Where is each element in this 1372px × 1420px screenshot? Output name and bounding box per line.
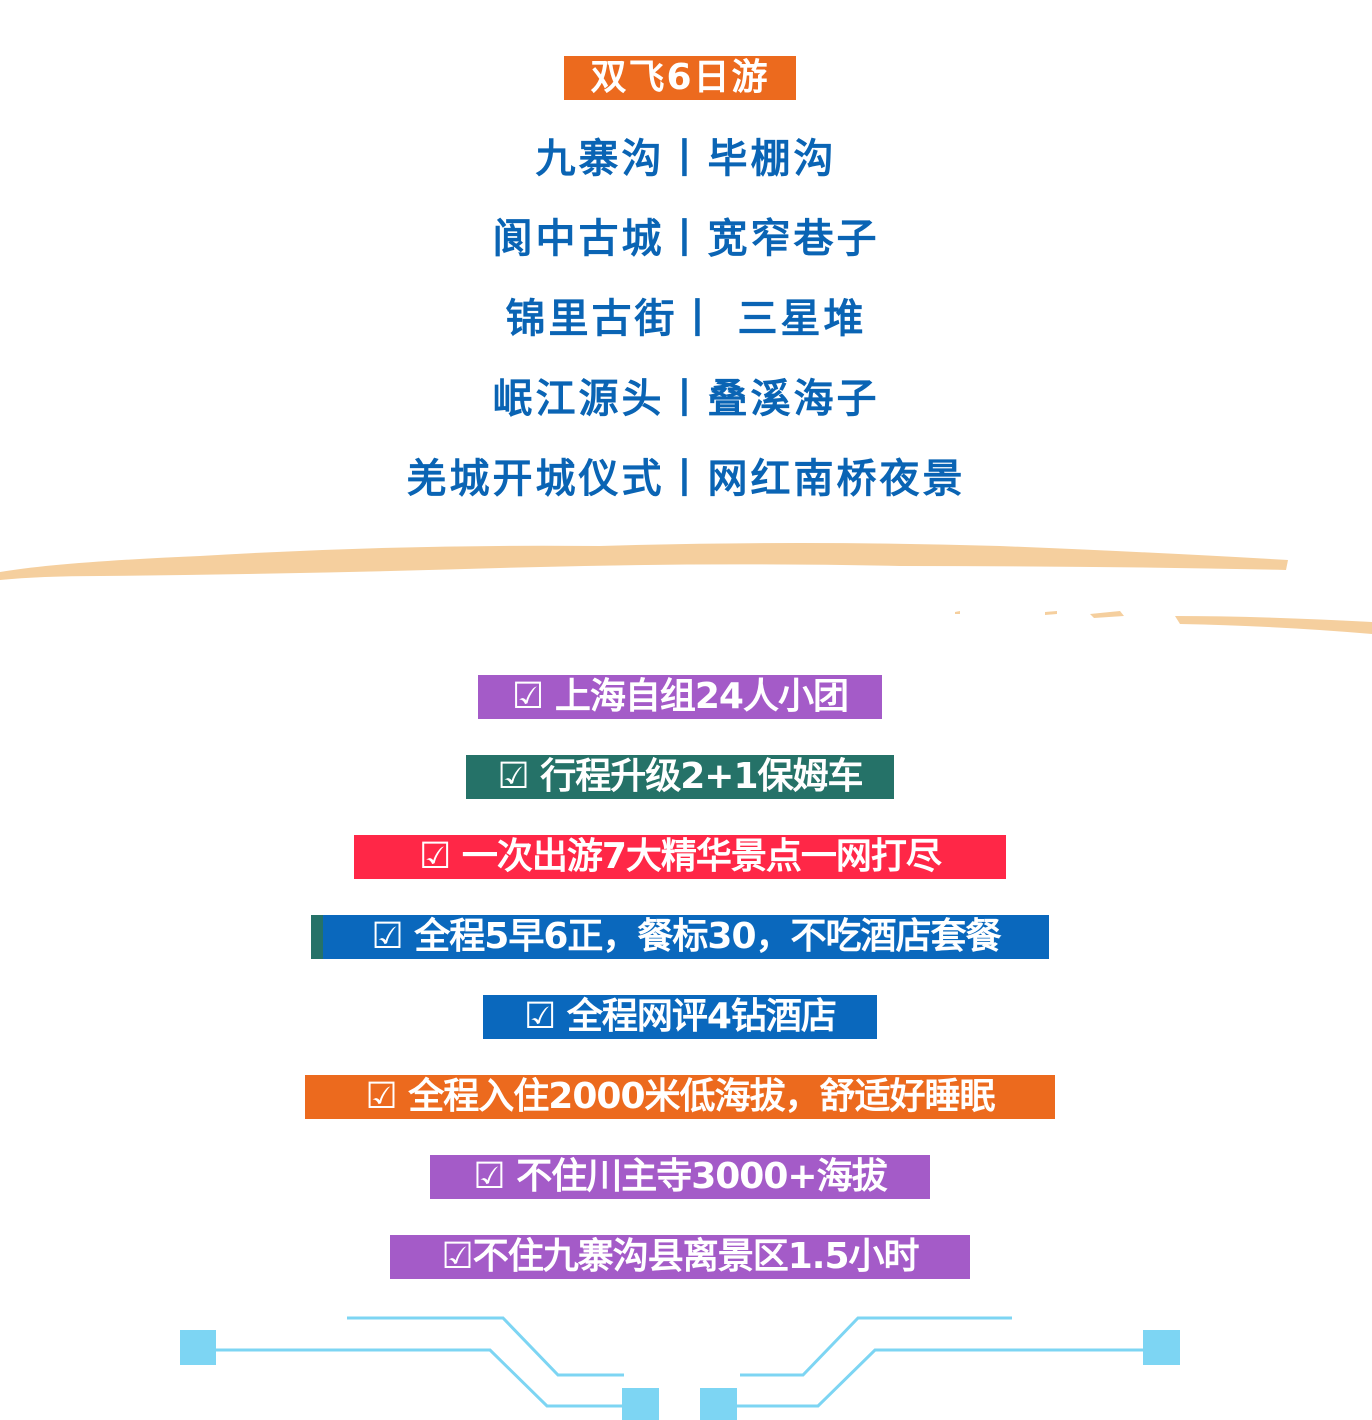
- route-line: 锦里古街丨 三星堆: [505, 296, 867, 342]
- highlight-badge: ☑ 全程入住2000米低海拔，舒适好睡眠: [305, 1075, 1055, 1119]
- highlight-badge: ☑不住九寨沟县离景区1.5小时: [390, 1235, 970, 1279]
- brush-stroke-divider: [0, 543, 1372, 634]
- circuit-lines: [216, 1316, 1143, 1408]
- route-line: 阆中古城丨宽窄巷子: [492, 216, 880, 262]
- highlight-badge: ☑ 行程升级2+1保姆车: [466, 755, 894, 799]
- route-line: 九寨沟丨毕棚沟: [535, 136, 837, 182]
- highlight-badge: ☑ 一次出游7大精华景点一网打尽: [354, 835, 1006, 879]
- highlight-badge: ☑ 全程5早6正，餐标30，不吃酒店套餐: [311, 915, 1049, 959]
- title-badge: 双飞6日游: [564, 56, 796, 100]
- route-line: 羌城开城仪式丨网红南桥夜景: [406, 456, 966, 502]
- highlight-badge: ☑ 全程网评4钻酒店: [483, 995, 877, 1039]
- route-line: 岷江源头丨叠溪海子: [492, 376, 880, 422]
- circuit-squares: [180, 1330, 1180, 1420]
- highlight-badge: ☑ 不住川主寺3000+海拔: [430, 1155, 930, 1199]
- highlight-badge: ☑ 上海自组24人小团: [478, 675, 882, 719]
